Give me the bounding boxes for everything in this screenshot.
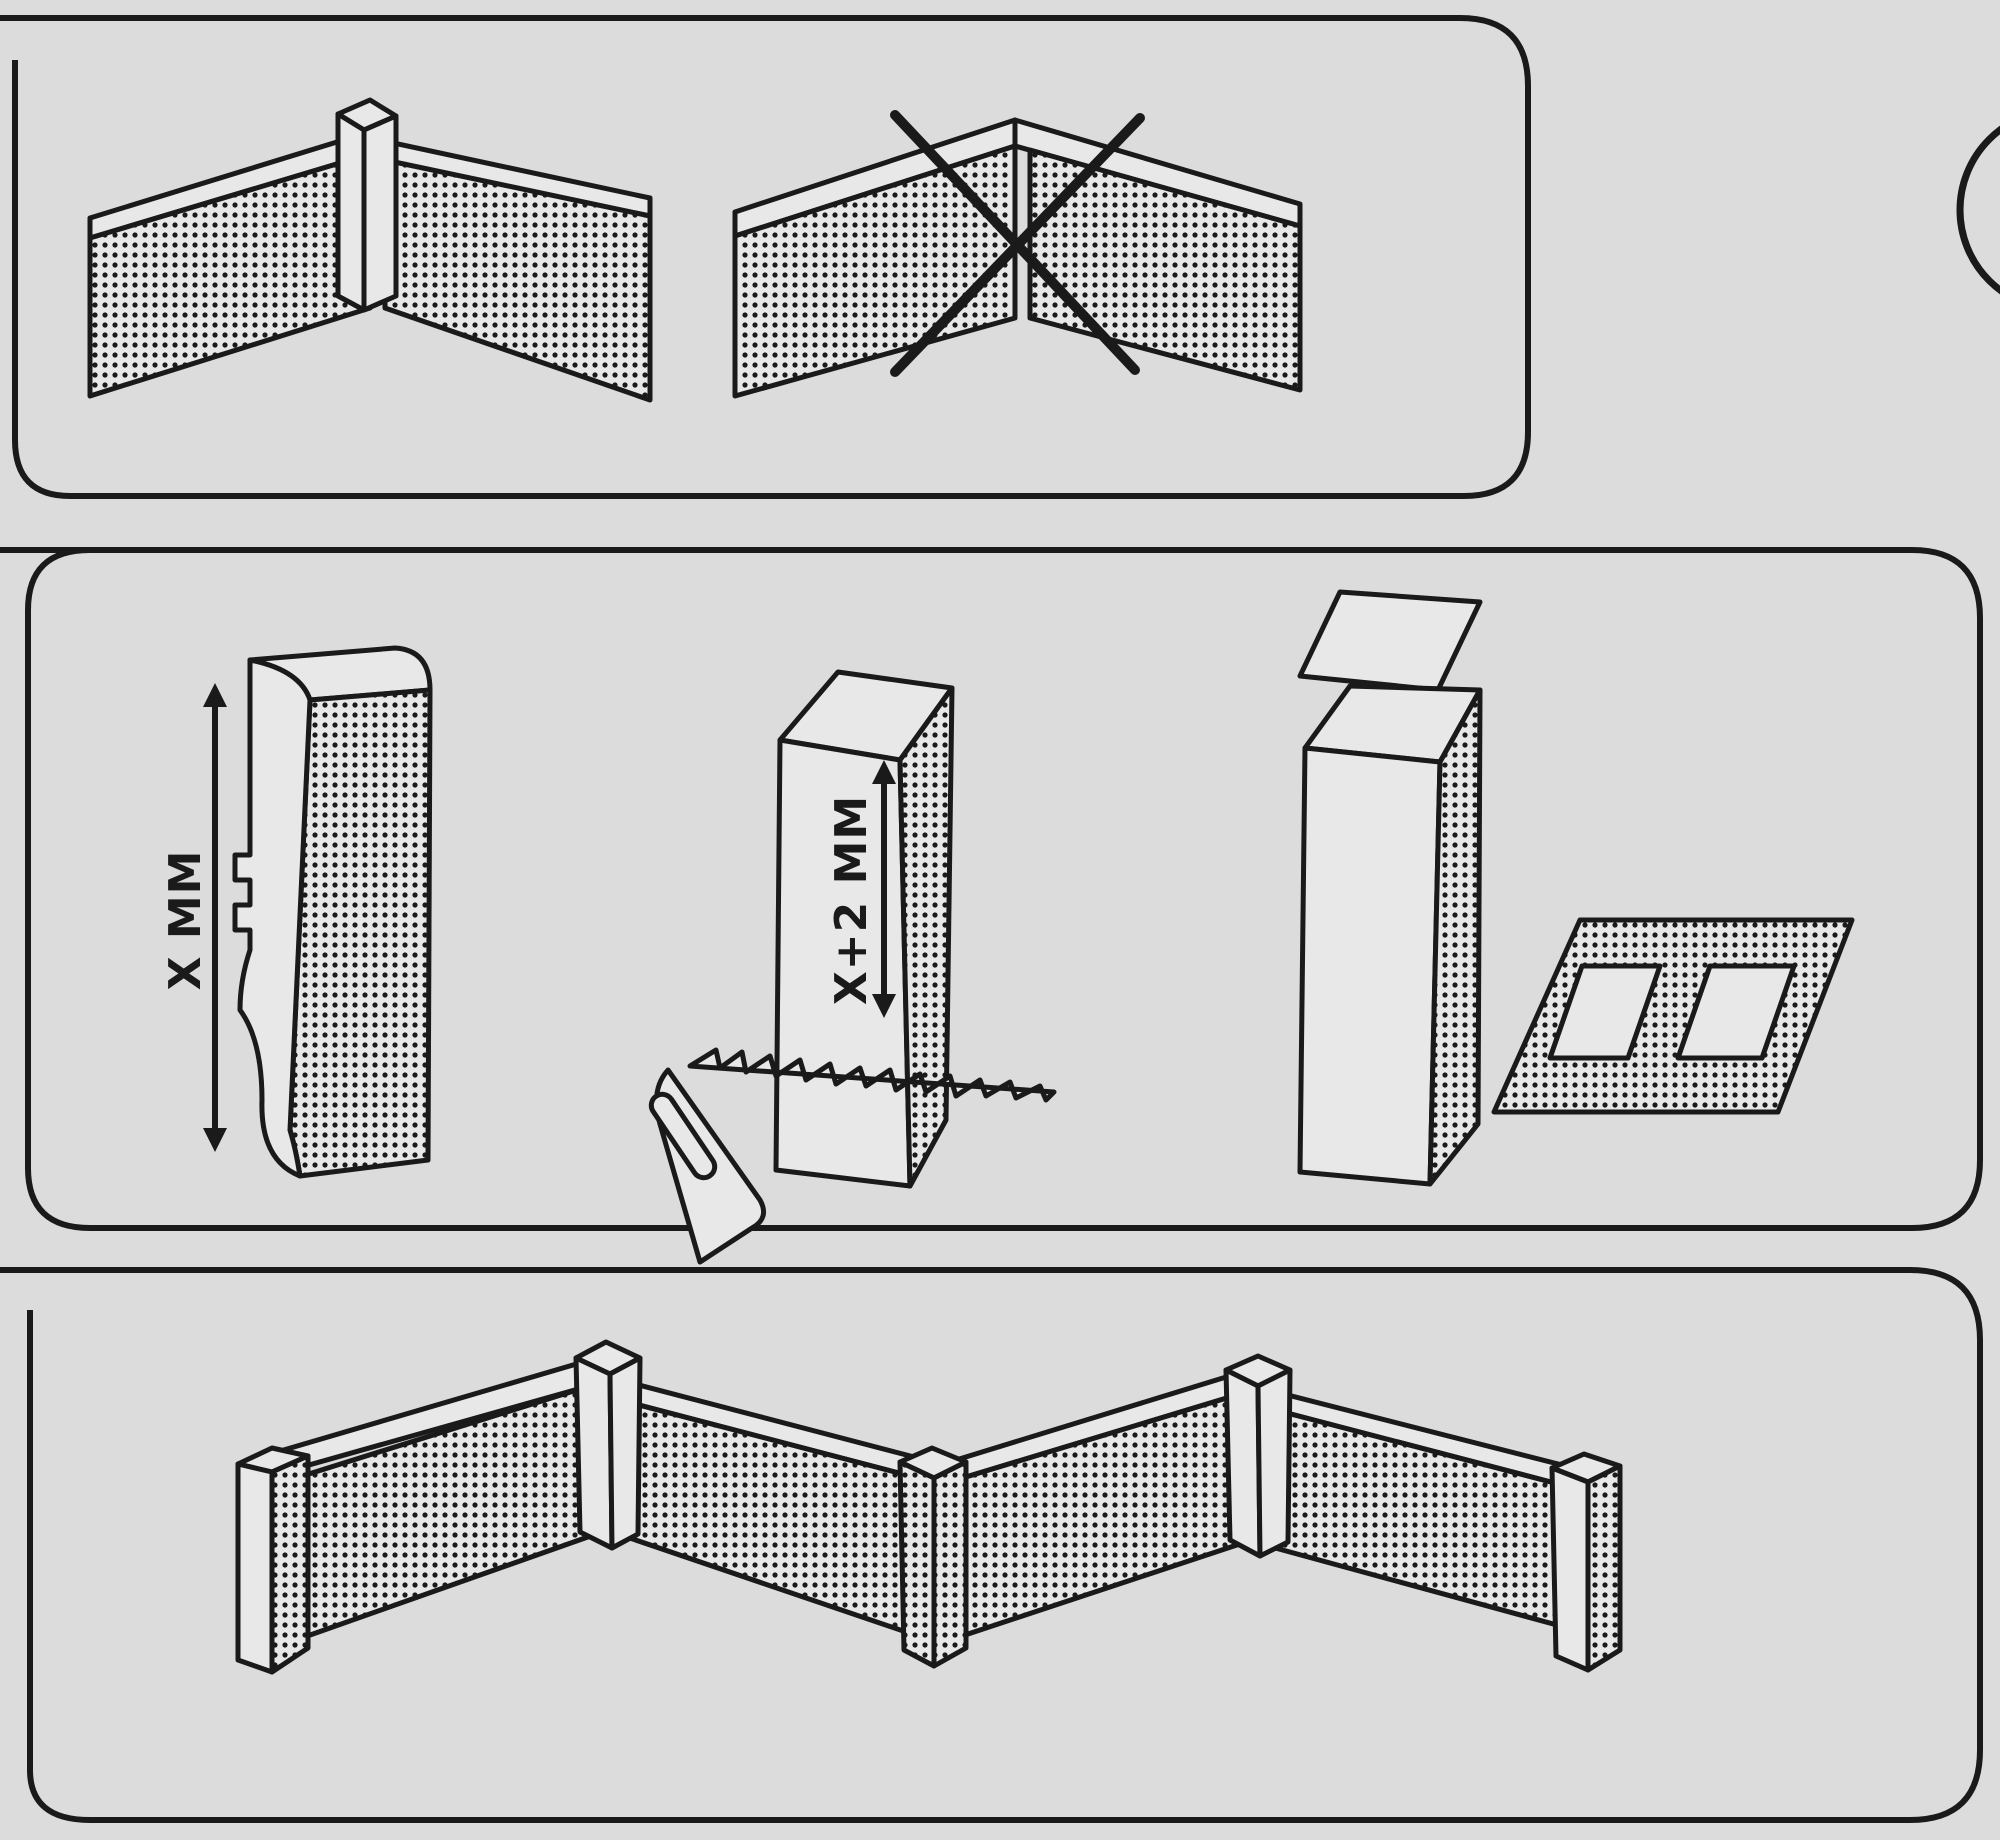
partial-circle-icon	[1956, 125, 2000, 295]
skirting-board-profile	[203, 645, 433, 1179]
measure-cut-label: X+2 MM	[826, 795, 877, 1005]
zigzag-skirting-run	[235, 1339, 1623, 1675]
end-cap-right	[1549, 1451, 1623, 1673]
inner-corner-cap-1	[573, 1339, 643, 1551]
saw-icon	[648, 1047, 1057, 1265]
cross-icon	[890, 110, 1145, 377]
cut-with-saw	[648, 669, 1057, 1265]
inner-corner-cap-2	[1223, 1353, 1293, 1559]
incorrect-inner-corner-crossed-out	[732, 110, 1303, 399]
panel-corner-joint	[0, 15, 1531, 499]
end-cap-and-mat	[1297, 589, 1855, 1187]
outer-corner-cap	[897, 1445, 969, 1669]
panel-assembled-run	[0, 1267, 1983, 1823]
end-cap-left	[235, 1445, 311, 1675]
measure-board-label: X MM	[160, 850, 211, 991]
panel-measure-cut	[0, 547, 1983, 1231]
correct-inner-corner-with-cap	[87, 97, 653, 403]
